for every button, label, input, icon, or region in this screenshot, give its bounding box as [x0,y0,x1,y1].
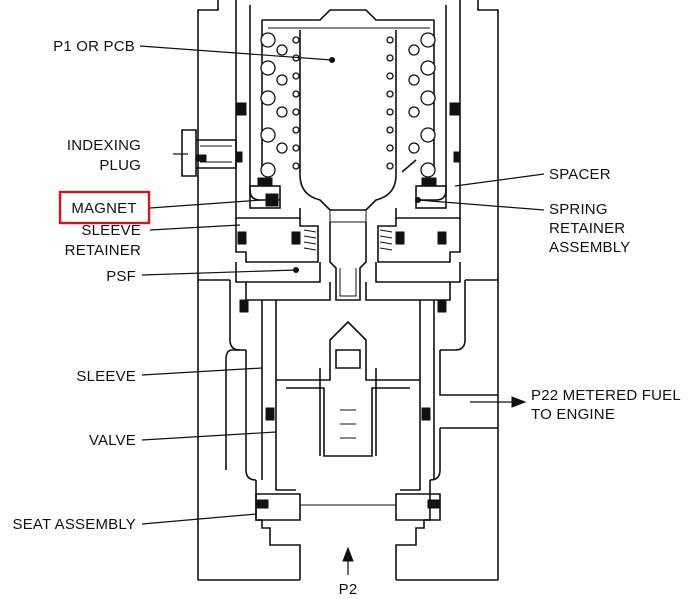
seat-assembly [255,493,441,521]
label-indexing-plug-2: PLUG [99,157,141,174]
label-psf: PSF [106,268,136,285]
p2-arrow-head [342,546,354,562]
label-valve: VALVE [89,432,136,449]
label-spring-retainer-1: SPRING [549,201,608,218]
labels: P1 OR PCB INDEXING PLUG MAGNET SLEEVE RE… [13,38,681,598]
label-spacer: SPACER [549,166,611,183]
label-sleeve-retainer-2: RETAINER [65,242,141,259]
label-spring-retainer-2: RETAINER [549,220,625,237]
indexing-plug [181,129,237,177]
spring-coils [260,32,436,178]
label-p22-1: P22 METERED FUEL [531,387,681,404]
sleeve-valve [239,299,447,491]
label-sleeve: SLEEVE [76,368,136,385]
label-p1-pcb: P1 OR PCB [53,38,135,55]
label-p22-2: TO ENGINE [531,406,615,423]
label-magnet: MAGNET [71,200,136,217]
label-seat-assembly: SEAT ASSEMBLY [13,516,137,533]
magnet-area [235,159,461,219]
leader-lines [139,45,545,525]
label-indexing-plug-1: INDEXING [67,137,141,154]
flow-arrows [342,396,527,575]
sleeve-retainer-psf [235,218,461,301]
housing [197,0,499,581]
magnet-highlight-box [58,190,151,225]
label-spring-retainer-3: ASSEMBLY [549,239,630,256]
label-p2: P2 [339,581,358,598]
label-sleeve-retainer-1: SLEEVE [81,222,141,239]
p22-arrow-head [511,396,527,408]
